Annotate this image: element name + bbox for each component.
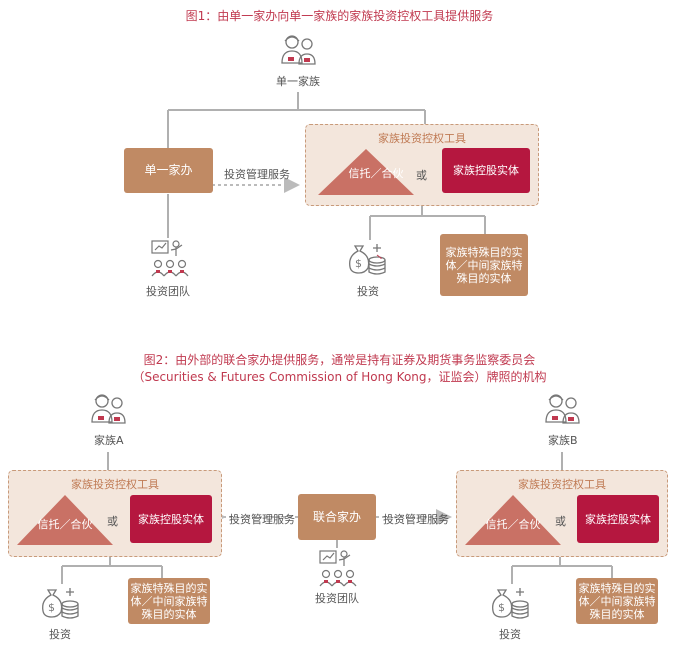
investment-control-tool-container: 家族投资控权工具 信托／合伙 或 家族控股实体 — [305, 124, 539, 206]
family-a-label: 家族A — [94, 434, 124, 447]
svg-text:$: $ — [48, 601, 55, 614]
family-people-icon — [278, 33, 320, 69]
investment-team-icon — [148, 238, 192, 278]
invest-label: 投资 — [357, 285, 379, 298]
or-label: 或 — [416, 169, 427, 182]
left-money-bag-coins-icon: $ — [40, 584, 82, 620]
investment-team-label: 投资团队 — [146, 285, 190, 298]
right-trust-triangle-shape — [465, 495, 561, 545]
left-family-spv-box: 家族特殊目的实体／中间家族特殊目的实体 — [128, 578, 210, 624]
family-a-people-icon — [88, 392, 130, 428]
right-or-label: 或 — [555, 515, 566, 528]
svg-text:$: $ — [355, 257, 362, 270]
right-family-holding-entity-box: 家族控股实体 — [577, 495, 659, 543]
service-right-label: 投资管理服务 — [383, 513, 449, 526]
right-money-bag-coins-icon: $ — [490, 584, 532, 620]
trust-label: 信托／合伙 — [348, 167, 404, 180]
left-family-holding-entity-box: 家族控股实体 — [130, 495, 212, 543]
right-family-spv-box: 家族特殊目的实体／中间家族特殊目的实体 — [576, 578, 658, 624]
family-b-people-icon — [542, 392, 584, 428]
right-investment-control-tool-container: 家族投资控权工具 信托／合伙 或 家族控股实体 — [456, 470, 668, 557]
multi-family-office-box: 联合家办 — [298, 494, 376, 540]
right-invest-label: 投资 — [499, 628, 521, 641]
svg-text:$: $ — [498, 601, 505, 614]
family-holding-entity-box: 家族控股实体 — [442, 148, 530, 193]
service-label: 投资管理服务 — [224, 168, 290, 181]
single-family-office-box: 单一家办 — [124, 148, 213, 193]
left-trust-label: 信托／合伙 — [37, 518, 93, 531]
money-bag-coins-icon: $ — [347, 240, 389, 276]
right-trust-label: 信托／合伙 — [485, 518, 541, 531]
left-or-label: 或 — [107, 515, 118, 528]
tool-title: 家族投资控权工具 — [378, 132, 466, 145]
figure1-caption: 图1：由单一家办向单一家族的家族投资控权工具提供服务 — [185, 9, 494, 23]
left-trust-triangle-shape — [17, 495, 113, 545]
figure2-caption-line2: （Securities & Futures Commission of Hong… — [132, 370, 547, 384]
family-label: 单一家族 — [276, 75, 320, 88]
right-tool-title: 家族投资控权工具 — [518, 478, 606, 491]
left-invest-label: 投资 — [49, 628, 71, 641]
family-b-label: 家族B — [548, 434, 578, 447]
figure2-caption-line1: 图2：由外部的联合家办提供服务，通常是持有证券及期货事务监察委员会 — [143, 353, 536, 367]
left-investment-control-tool-container: 家族投资控权工具 信托／合伙 或 家族控股实体 — [8, 470, 222, 557]
left-tool-title: 家族投资控权工具 — [71, 478, 159, 491]
trust-triangle-shape — [318, 149, 414, 195]
family-spv-box: 家族特殊目的实体／中间家族特殊目的实体 — [440, 234, 528, 296]
fig2-investment-team-label: 投资团队 — [315, 592, 359, 605]
fig2-investment-team-icon — [316, 548, 360, 588]
service-left-label: 投资管理服务 — [229, 513, 295, 526]
